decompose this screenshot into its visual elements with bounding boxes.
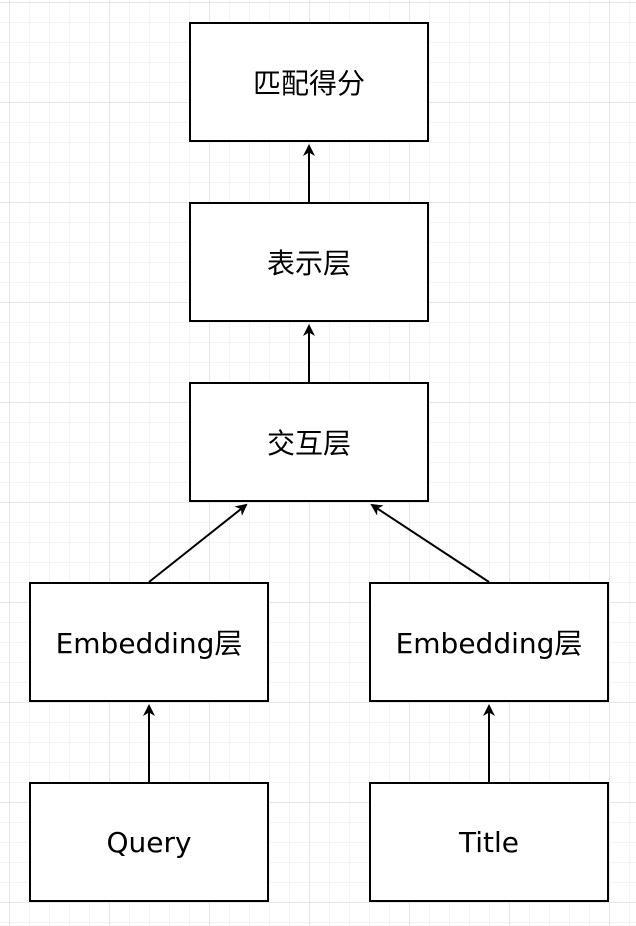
node-representation-layer[interactable]: 表示层 <box>189 202 429 322</box>
node-query-label: Query <box>106 825 192 859</box>
node-score[interactable]: 匹配得分 <box>189 22 429 142</box>
node-interaction-layer[interactable]: 交互层 <box>189 382 429 502</box>
node-embedding-left-label: Embedding层 <box>55 627 243 660</box>
node-query[interactable]: Query <box>29 782 269 902</box>
node-embedding-right[interactable]: Embedding层 <box>369 582 609 702</box>
node-title-label: Title <box>458 825 519 859</box>
node-interaction-label: 交互层 <box>266 427 351 460</box>
node-embedding-right-label: Embedding层 <box>395 627 583 660</box>
node-embedding-left[interactable]: Embedding层 <box>29 582 269 702</box>
node-title[interactable]: Title <box>369 782 609 902</box>
edge-embedding-right-to-interaction <box>370 503 490 583</box>
node-representation-label: 表示层 <box>266 247 351 280</box>
node-score-label: 匹配得分 <box>252 67 365 100</box>
edge-embedding-left-to-interaction <box>148 503 248 583</box>
